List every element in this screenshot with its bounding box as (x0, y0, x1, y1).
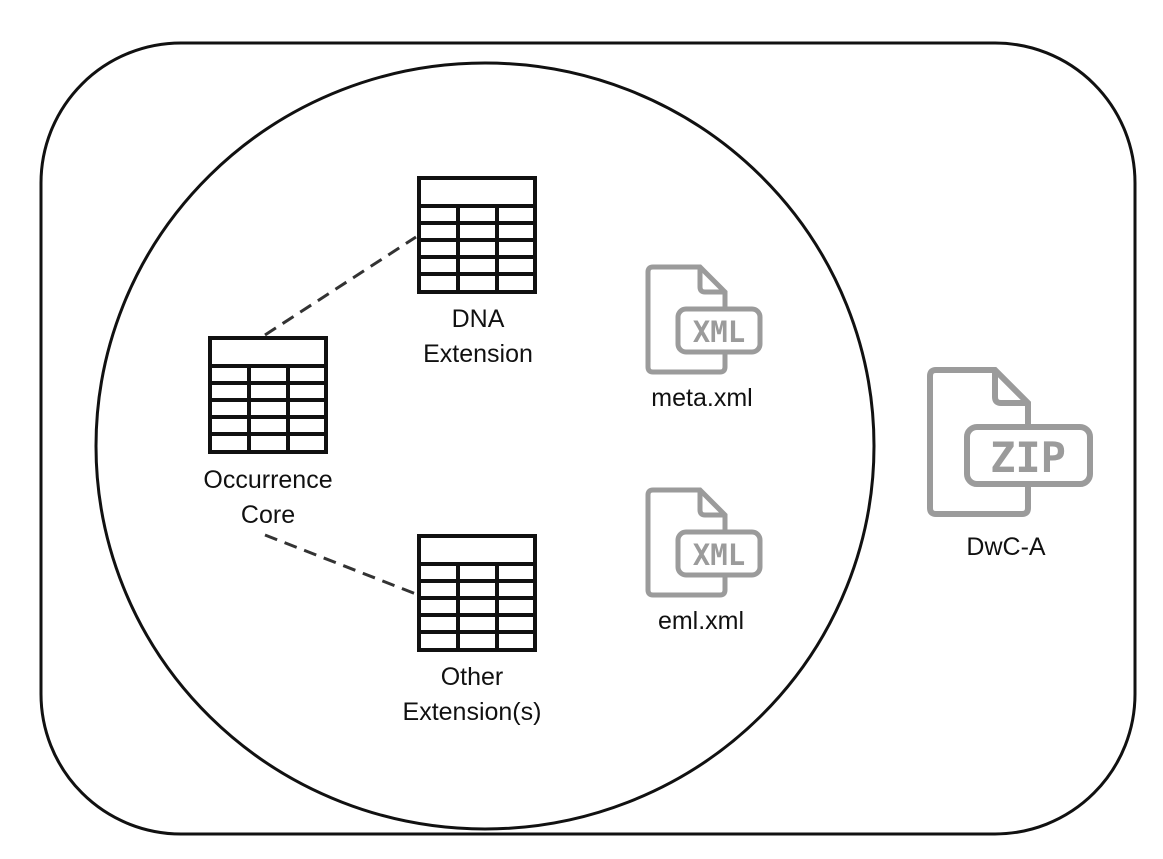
meta-xml-icon-text: XML (693, 315, 745, 349)
xml-file-icon: XML (645, 264, 763, 375)
other-extension-table-icon (417, 534, 537, 652)
occurrence-core-label-1: Occurrence (203, 466, 332, 494)
dna-extension-label-2: Extension (423, 340, 533, 368)
xml-file-icon: XML (645, 487, 763, 598)
zip-icon-text: ZIP (990, 433, 1066, 482)
archive-container (39, 41, 1137, 836)
archive-contents-circle (94, 61, 876, 831)
zip-file-icon: ZIP (927, 367, 1093, 517)
other-extension-label-2: Extension(s) (403, 698, 542, 726)
eml-xml-icon-text: XML (693, 538, 745, 572)
occurrence-core-table-icon (208, 336, 328, 454)
connector-core-to-other (264, 533, 417, 596)
dna-extension-label-1: DNA (452, 305, 505, 333)
meta-xml-label: meta.xml (651, 384, 752, 412)
dwc-a-label: DwC-A (966, 533, 1045, 561)
eml-xml-label: eml.xml (658, 607, 744, 635)
other-extension-label-1: Other (441, 663, 504, 691)
occurrence-core-label-2: Core (241, 501, 295, 529)
connector-core-to-dna (264, 235, 417, 337)
dna-extension-table-icon (417, 176, 537, 294)
